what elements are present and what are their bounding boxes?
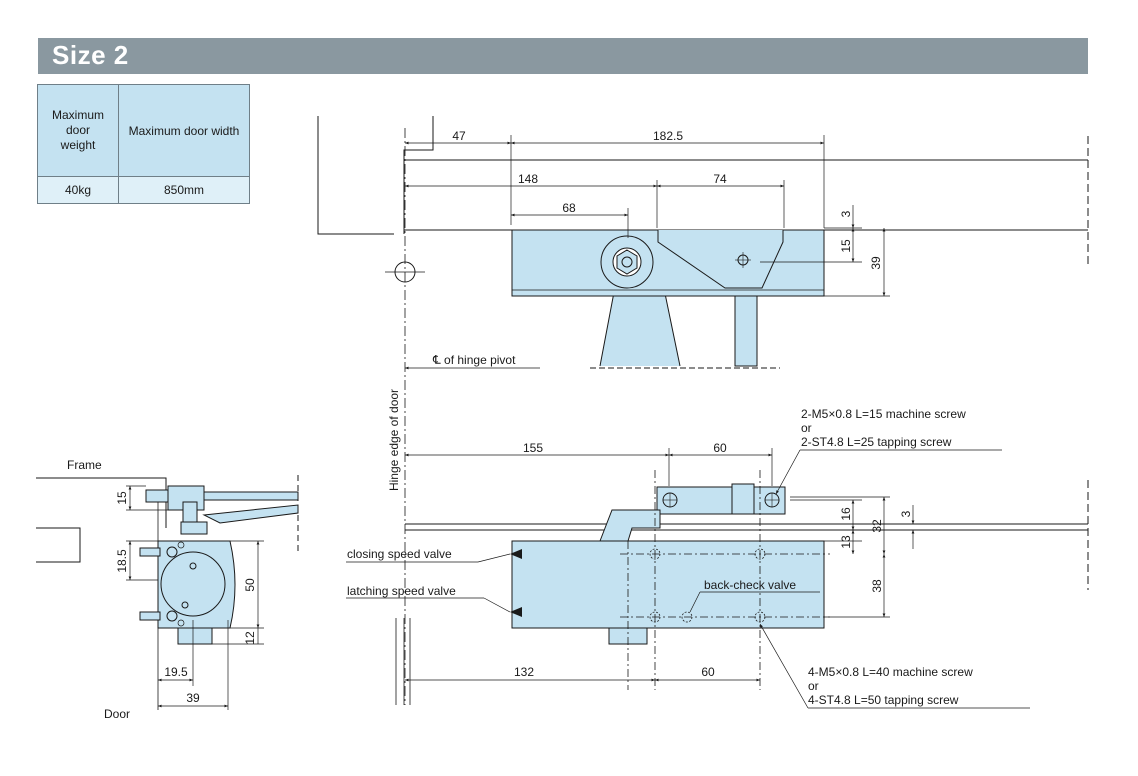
door-top-edges: [404, 159, 1088, 231]
front-view-labels: 155 60 16 32 3 13 38 132 60 closing spee…: [347, 407, 973, 707]
front-bracket: [656, 486, 786, 515]
label-148: 148: [518, 172, 538, 186]
spec-value-weight: 40kg: [37, 176, 119, 204]
label-side-50: 50: [243, 578, 257, 592]
top-screw-leader: [775, 449, 801, 495]
side-arm-upper: [203, 491, 299, 501]
label-backcheck-valve: back-check valve: [704, 578, 796, 592]
label-16: 16: [839, 507, 853, 521]
top-view: [317, 116, 1089, 705]
label-frame: Frame: [67, 458, 102, 472]
label-side-39: 39: [186, 691, 200, 705]
side-arm-lower: [202, 504, 299, 524]
label-132: 132: [514, 665, 534, 679]
label-60-bottom: 60: [701, 665, 715, 679]
label-screw-bottom-1: 4-M5×0.8 L=40 machine screw: [808, 665, 973, 679]
side-frame-outline: [36, 477, 167, 563]
front-view: [346, 448, 1089, 709]
label-latching-valve: latching speed valve: [347, 584, 456, 598]
arm-bracket: [657, 230, 784, 289]
section-title: Size 2: [52, 40, 129, 70]
side-view: [36, 475, 299, 710]
spec-header-weight: Maximum door weight: [37, 84, 119, 177]
label-side-19-5: 19.5: [164, 665, 188, 679]
label-screw-top-1: 2-M5×0.8 L=15 machine screw: [801, 407, 966, 421]
label-side-15: 15: [115, 491, 129, 505]
label-3-front: 3: [899, 510, 913, 517]
label-closing-valve: closing speed valve: [347, 547, 452, 561]
label-15-top: 15: [839, 239, 853, 253]
label-32: 32: [870, 519, 884, 533]
spec-header-width: Maximum door width: [118, 84, 250, 177]
label-39-top: 39: [869, 256, 883, 270]
label-side-18-5: 18.5: [115, 549, 129, 573]
top-view-labels: 47 182.5 148 74 68 3 15 39 ℄ of hinge pi…: [387, 129, 883, 491]
spec-value-width: 850mm: [118, 176, 250, 204]
front-arm: [599, 509, 661, 542]
label-door: Door: [104, 707, 130, 721]
bottom-screw-leader: [759, 623, 809, 709]
door-bottom-edges: [405, 523, 1088, 531]
label-pivot: ℄ of hinge pivot: [432, 353, 516, 367]
frame-step: [403, 116, 434, 234]
closing-valve-arrow: [510, 549, 522, 559]
label-74: 74: [713, 172, 727, 186]
label-hinge-edge: Hinge edge of door: [387, 389, 401, 491]
latching-valve-arrow: [510, 607, 522, 617]
label-47: 47: [452, 129, 466, 143]
label-38: 38: [870, 579, 884, 593]
label-68: 68: [562, 201, 576, 215]
side-body: [157, 540, 236, 629]
spec-table: Maximum door weight Maximum door width 4…: [37, 84, 250, 204]
label-screw-top-2: 2-ST4.8 L=25 tapping screw: [801, 435, 952, 449]
door-section: [395, 618, 411, 705]
label-side-12: 12: [243, 631, 257, 645]
label-155: 155: [523, 441, 543, 455]
closer-body-front: [511, 540, 825, 629]
label-60-top: 60: [713, 441, 727, 455]
label-screw-bottom-2: 4-ST4.8 L=50 tapping screw: [808, 693, 959, 707]
pinion-nut: [616, 249, 638, 275]
label-screw-top-or: or: [801, 421, 812, 435]
side-view-labels: Frame Door 15 18.5 50 12 19.5 39: [67, 458, 257, 721]
section-banner: Size 2: [38, 38, 1088, 74]
frame-outline: [317, 116, 394, 235]
label-3-top: 3: [839, 210, 853, 217]
label-182-5: 182.5: [653, 129, 683, 143]
label-screw-bottom-or: or: [808, 679, 819, 693]
side-spring-circle: [160, 551, 226, 617]
label-13: 13: [839, 535, 853, 549]
